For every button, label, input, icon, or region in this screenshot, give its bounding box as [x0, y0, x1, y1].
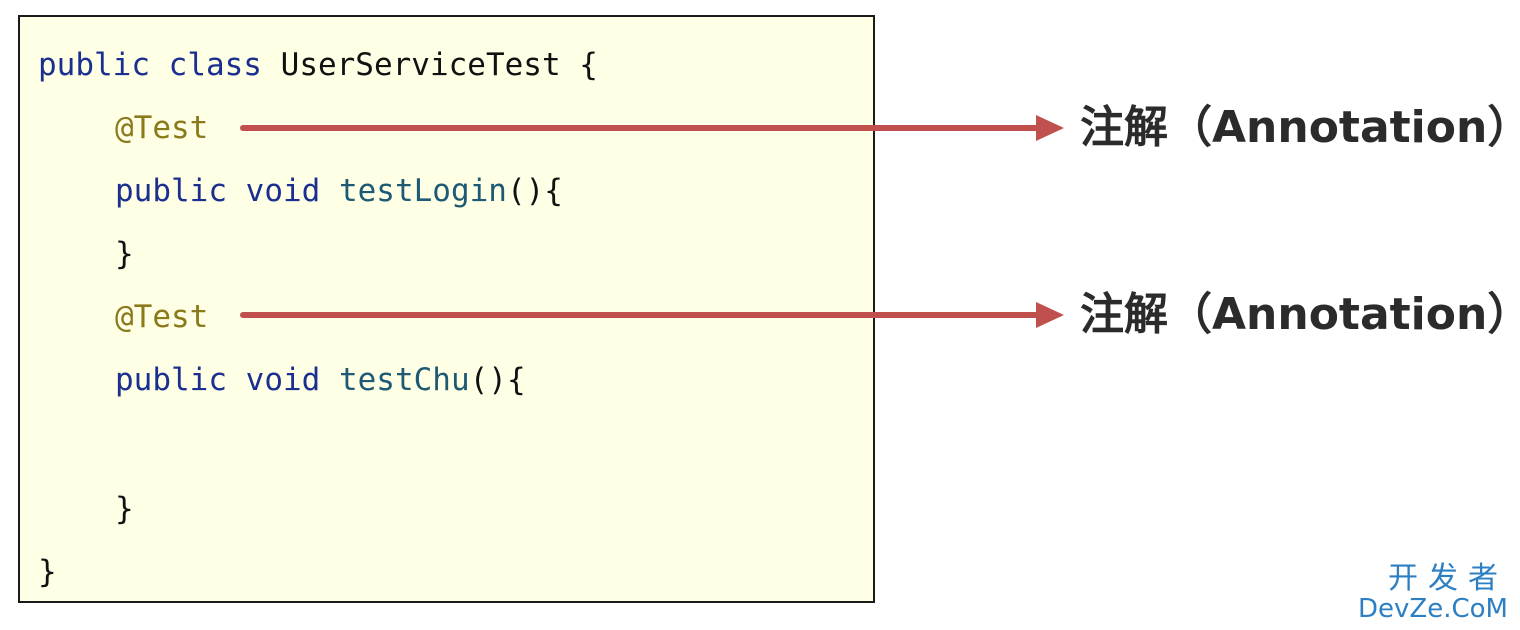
keyword-void: void [245, 362, 321, 398]
code-line-annotation-2: @Test [115, 297, 208, 337]
class-name: UserServiceTest [280, 47, 561, 83]
arrow-1-head [1036, 115, 1064, 141]
code-block: public class UserServiceTest { @Test pub… [18, 15, 875, 603]
annotation-test-1: @Test [115, 110, 209, 146]
code-line-close-brace-class: } [38, 552, 57, 592]
code-line-annotation-1: @Test [115, 108, 208, 148]
watermark-logo: 开发者 DevZe.CoM [1358, 561, 1508, 624]
keyword-class: class [168, 47, 262, 83]
arrow-2-head [1036, 302, 1064, 328]
close-brace: } [115, 236, 134, 272]
code-line-close-brace-2: } [115, 489, 134, 529]
watermark-chinese-text: 开发者 [1388, 561, 1508, 596]
keyword-void: void [245, 173, 321, 209]
open-brace: { [579, 47, 598, 83]
method-signature-tail: (){ [506, 173, 563, 209]
code-line-method-testchu: public void testChu(){ [115, 360, 526, 400]
method-name-testchu: testChu [338, 362, 470, 398]
method-name-testlogin: testLogin [338, 173, 507, 209]
annotation-label-2: 注解（Annotation） [1080, 289, 1520, 340]
code-line-class-declaration: public class UserServiceTest { [38, 45, 598, 85]
keyword-public: public [115, 362, 227, 398]
keyword-public: public [115, 173, 227, 209]
method-signature-tail: (){ [469, 362, 526, 398]
annotation-test-2: @Test [115, 299, 209, 335]
keyword-public: public [38, 47, 150, 83]
code-line-method-testlogin: public void testLogin(){ [115, 171, 563, 211]
watermark-english-text: DevZe.CoM [1358, 594, 1508, 624]
close-brace: } [38, 554, 57, 590]
code-line-close-brace-1: } [115, 234, 134, 274]
annotation-label-1: 注解（Annotation） [1080, 102, 1520, 153]
close-brace: } [115, 491, 134, 527]
